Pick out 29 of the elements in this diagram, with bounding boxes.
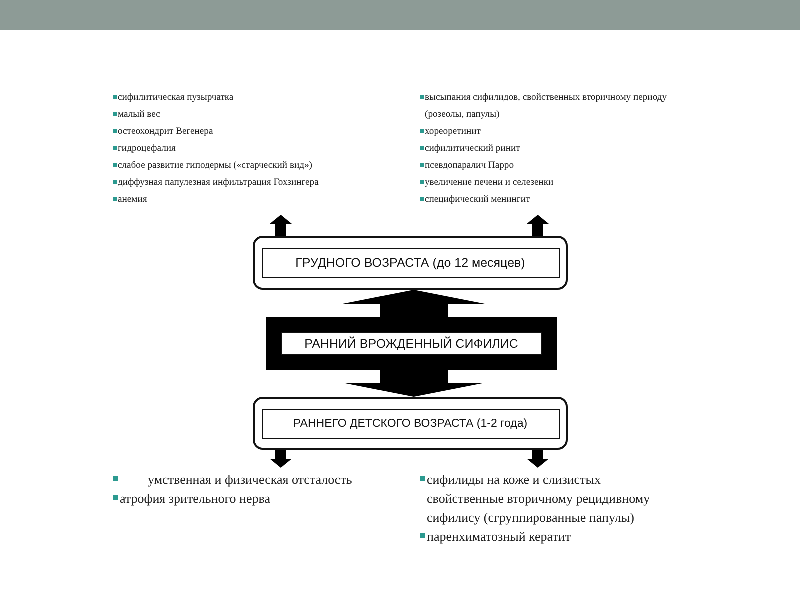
- list-item: атрофия зрительного нерва: [120, 490, 271, 508]
- list-item: гидроцефалия: [118, 142, 176, 156]
- arrow: [527, 215, 549, 236]
- list-item: умственная и физическая отсталость: [148, 471, 352, 489]
- title-label: ГРУДНОГО ВОЗРАСТА (до 12 месяцев): [262, 248, 560, 278]
- list-item: сифилиды на коже и слизистых свойственные вторичному рецидивному сифилису (сгруппированные папулы): [427, 471, 652, 527]
- list-item: сифилитический ринит: [425, 142, 520, 156]
- block-arrow: [343, 370, 485, 397]
- list-item: анемия: [118, 193, 148, 207]
- title-label: РАННИЙ ВРОЖДЕННЫЙ СИФИЛИС: [281, 332, 542, 355]
- list-item: слабое развитие гиподермы («старческий вид»): [118, 159, 312, 173]
- list-item: увеличение печени и селезенки: [425, 176, 554, 190]
- block-arrow: [343, 290, 485, 317]
- list-item: паренхиматозный кератит: [427, 528, 572, 546]
- list-item: сифилитическая пузырчатка: [118, 91, 234, 105]
- arrow: [270, 450, 292, 468]
- list-item: малый вес: [118, 108, 160, 122]
- title-label: РАННЕГО ДЕТСКОГО ВОЗРАСТА (1-2 года): [262, 408, 560, 438]
- age-box: [253, 397, 568, 450]
- center-frame: [266, 317, 557, 370]
- list-item: псевдопаралич Парро: [425, 159, 514, 173]
- list-item: высыпания сифилидов, свойственных вторичному периоду (розеолы, папулы): [425, 91, 668, 122]
- arrow: [270, 215, 292, 236]
- arrow: [527, 450, 549, 468]
- list-item: специфический менингит: [425, 193, 530, 207]
- list-item: диффузная папулезная инфильтрация Гохзингера: [118, 176, 319, 190]
- age-box: [253, 236, 568, 290]
- list-item: остеохондрит Вегенера: [118, 125, 214, 139]
- list-item: хореоретинит: [425, 125, 481, 139]
